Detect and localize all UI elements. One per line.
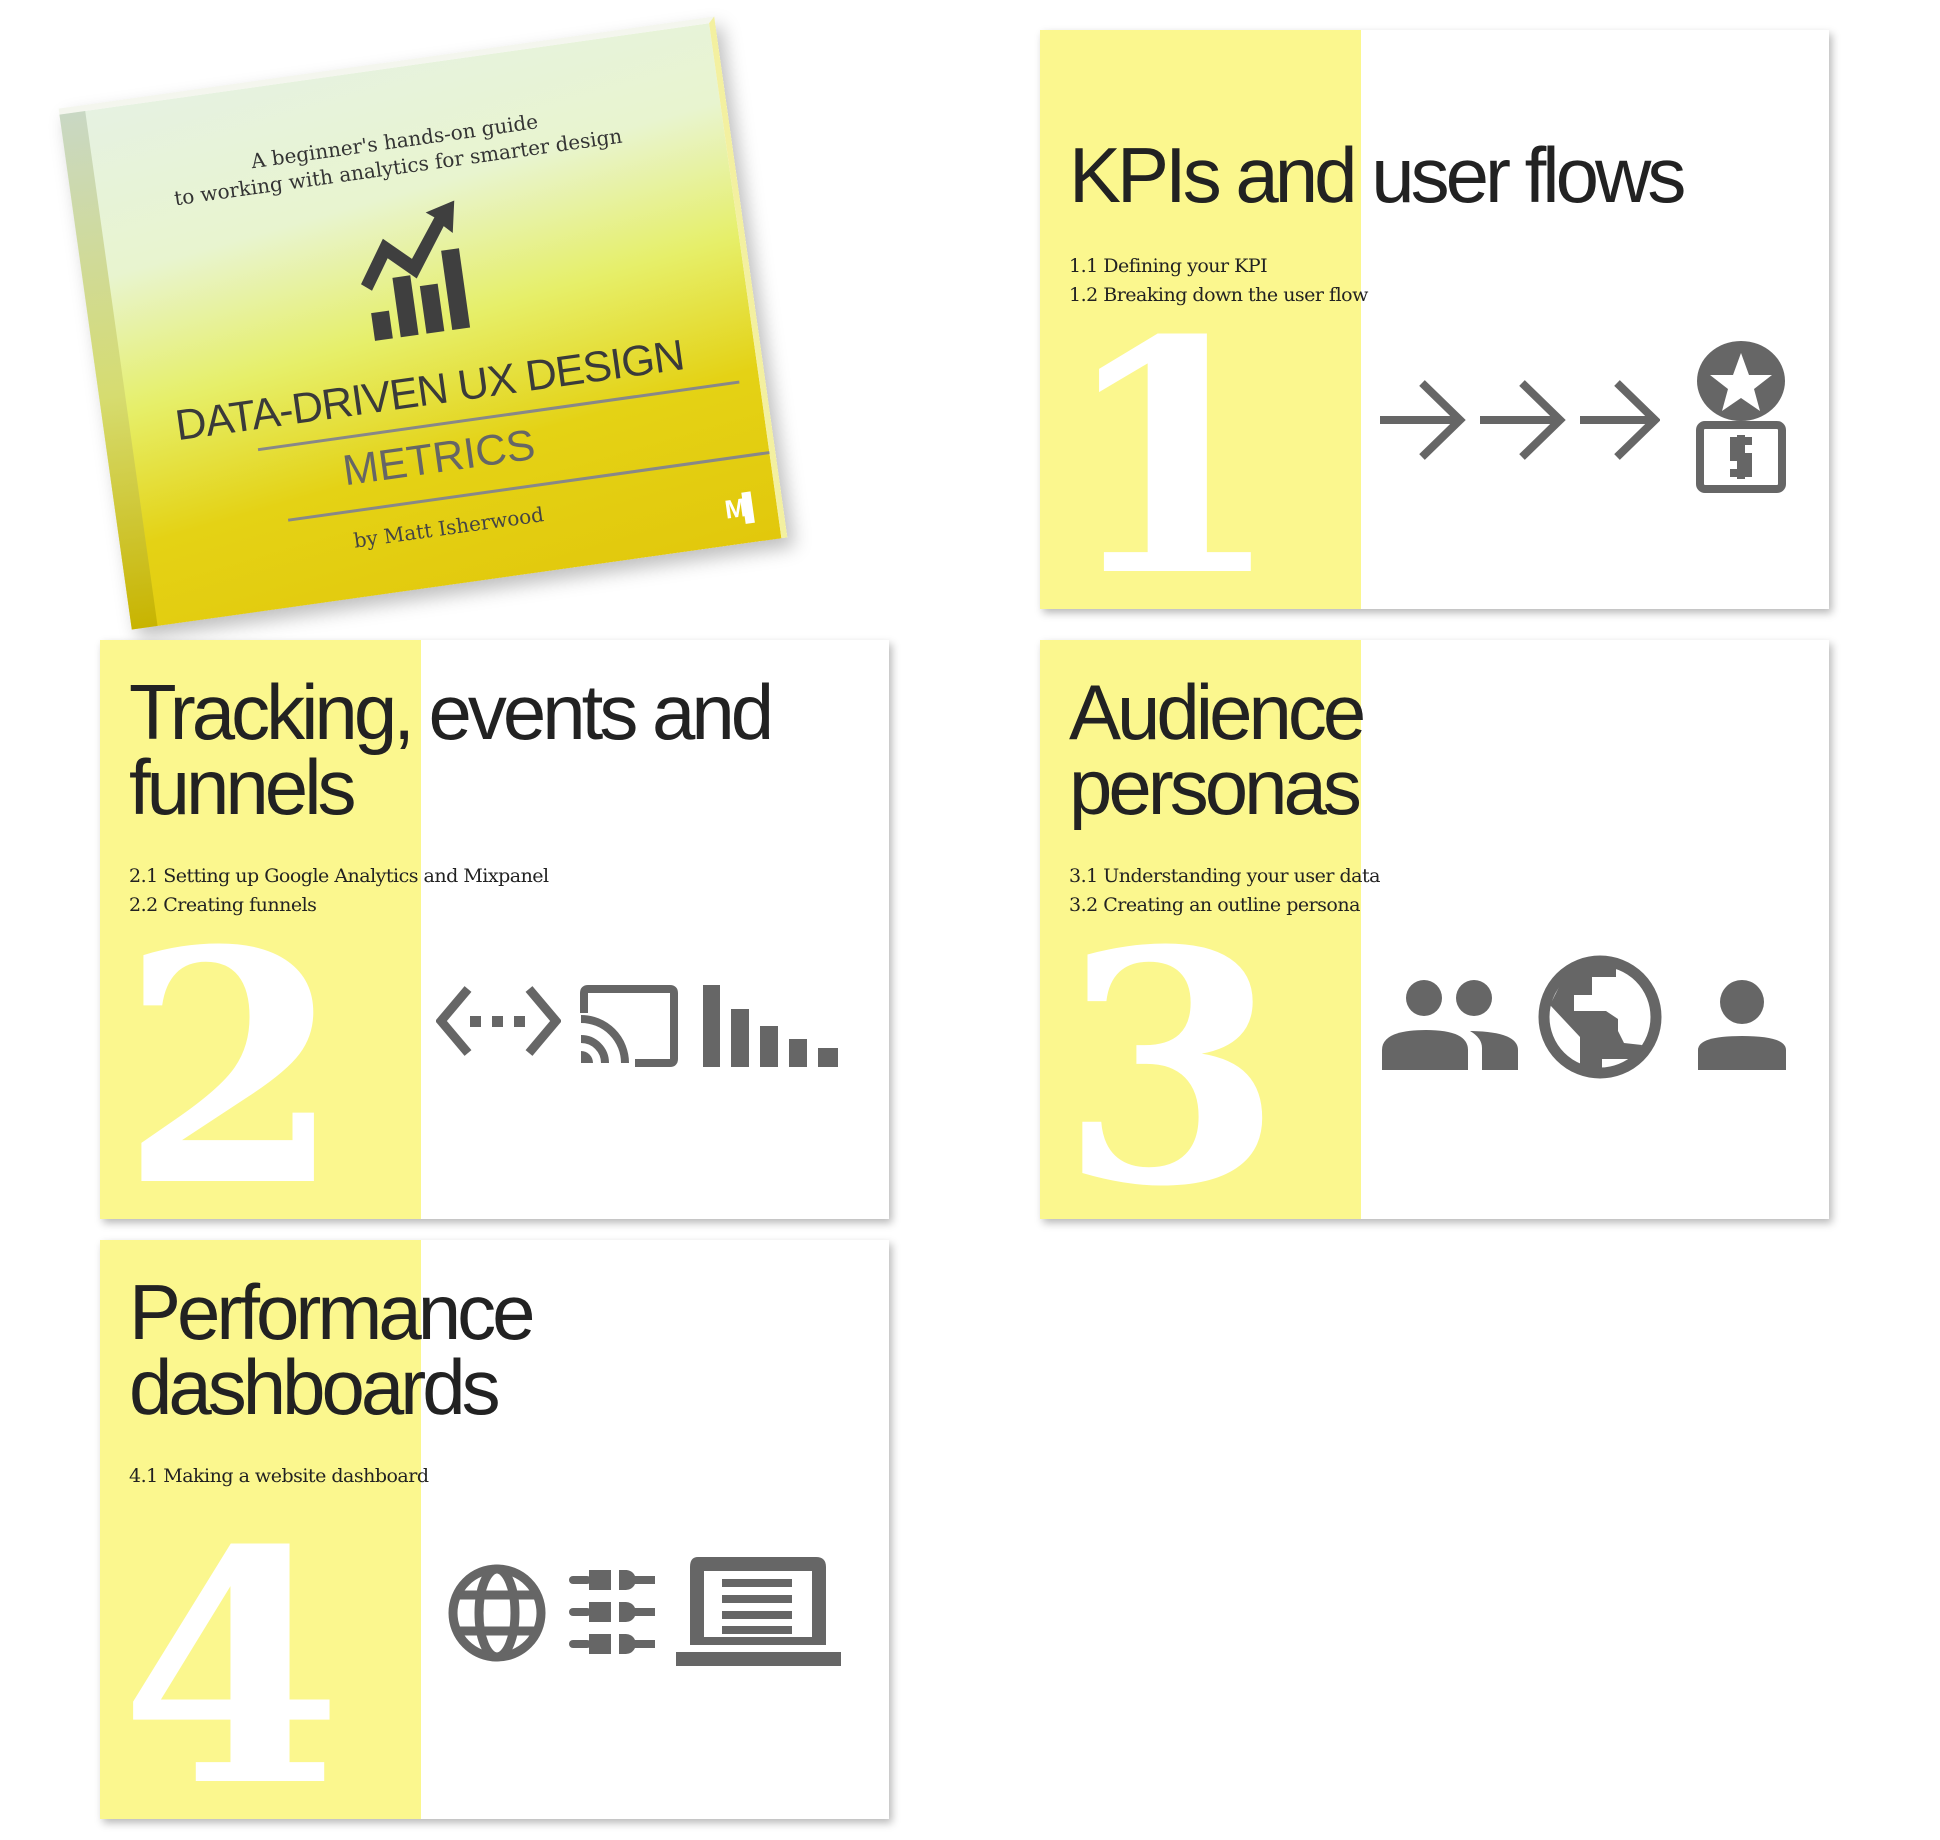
chapter-sections: 4.1 Making a website dashboard bbox=[129, 1465, 429, 1487]
cast-icon bbox=[580, 985, 678, 1067]
trending-up-chart-icon bbox=[361, 200, 471, 341]
laptop-icon bbox=[676, 1557, 841, 1666]
chapter-sections: 2.1 Setting up Google Analytics and Mixp… bbox=[129, 865, 549, 916]
plugs-icon bbox=[569, 1570, 655, 1655]
card-band bbox=[1040, 30, 1361, 609]
earth-icon bbox=[1538, 955, 1662, 1079]
bar-chart-icon bbox=[703, 985, 838, 1067]
globe-icon bbox=[448, 1564, 546, 1662]
arrow-right-icon bbox=[1380, 380, 1660, 460]
book-author: by Matt Isherwood bbox=[352, 502, 546, 553]
chapter-number: 1 bbox=[1060, 272, 1283, 610]
card-band bbox=[100, 1240, 421, 1819]
chapter-number: 3 bbox=[1060, 882, 1283, 1220]
code-dots-icon bbox=[436, 986, 561, 1056]
people-icon bbox=[1382, 980, 1518, 1070]
book-spine bbox=[59, 110, 158, 630]
card-band bbox=[100, 640, 421, 1219]
publisher-logo: M▌ bbox=[722, 490, 761, 525]
reward-badge-icon bbox=[1696, 341, 1786, 493]
person-icon bbox=[1698, 980, 1786, 1070]
book-subtitle: METRICS bbox=[339, 420, 539, 496]
card-band bbox=[1040, 640, 1361, 1219]
chapter-number: 4 bbox=[120, 1482, 343, 1820]
chapter-card-1[interactable]: 1 KPIs and user flows 1.1 Defining your … bbox=[1040, 30, 1829, 609]
chapter-title: KPIs and user flows bbox=[1069, 131, 1686, 219]
chapter-number: 2 bbox=[120, 882, 343, 1220]
